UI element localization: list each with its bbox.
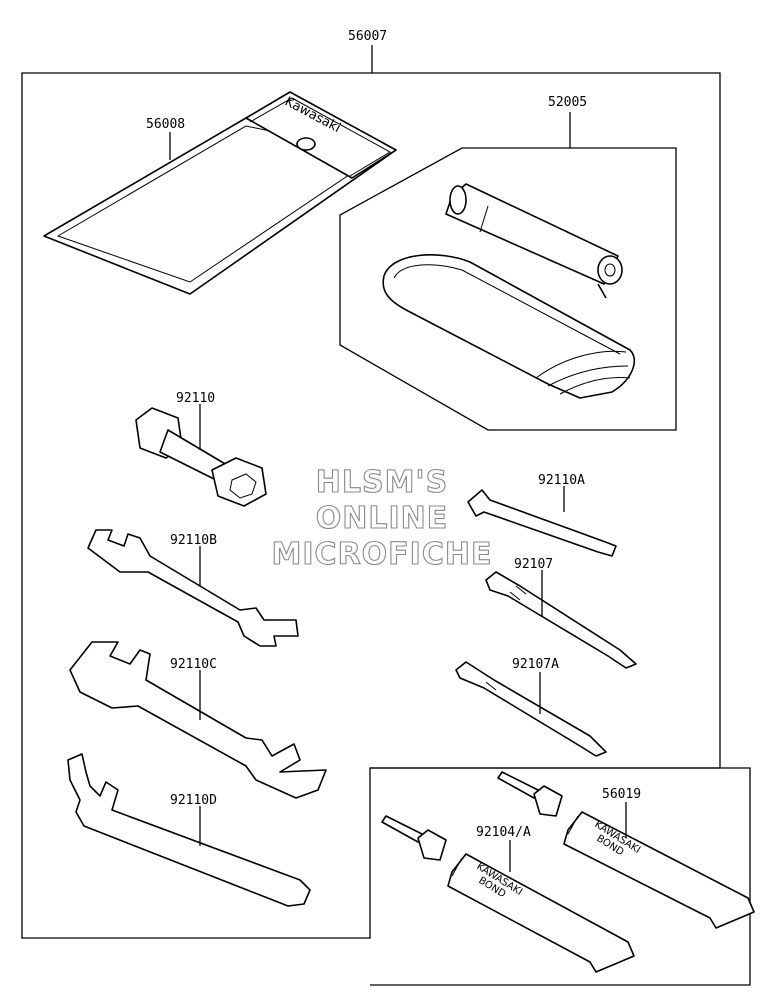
label-screwdriver: 92107 — [514, 557, 553, 572]
label-bond-tube-a: 92104/A — [476, 825, 531, 840]
open-end-wrench-c — [69, 641, 327, 799]
label-hex-key: 92110A — [538, 473, 585, 488]
label-kit: 56007 — [348, 29, 387, 44]
label-pump: 52005 — [548, 95, 587, 110]
hook-wrench — [67, 753, 311, 907]
bond-frame — [370, 767, 751, 986]
label-wrench-c: 92110C — [170, 657, 217, 672]
screwdriver-a — [455, 661, 607, 757]
label-plug-wrench: 92110 — [176, 391, 215, 406]
screwdriver — [485, 571, 637, 669]
watermark-line-3: MICROFICHE — [272, 537, 493, 572]
hex-key — [467, 489, 617, 557]
label-hook-wrench: 92110D — [170, 793, 217, 808]
pump-frame — [339, 147, 677, 431]
label-screwdriver-a: 92107A — [512, 657, 559, 672]
watermark-line-1: HLSM'S — [316, 465, 448, 500]
tool-pouch: Kawasaki — [43, 91, 397, 295]
plug-wrench — [135, 407, 267, 507]
label-wrench-b: 92110B — [170, 533, 217, 548]
pump-bag — [382, 254, 636, 399]
watermark-line-2: ONLINE — [316, 501, 449, 536]
tire-pump — [445, 183, 623, 299]
open-end-wrench-b — [87, 529, 299, 647]
label-bond-tube-b: 56019 — [602, 787, 641, 802]
label-pouch: 56008 — [146, 117, 185, 132]
